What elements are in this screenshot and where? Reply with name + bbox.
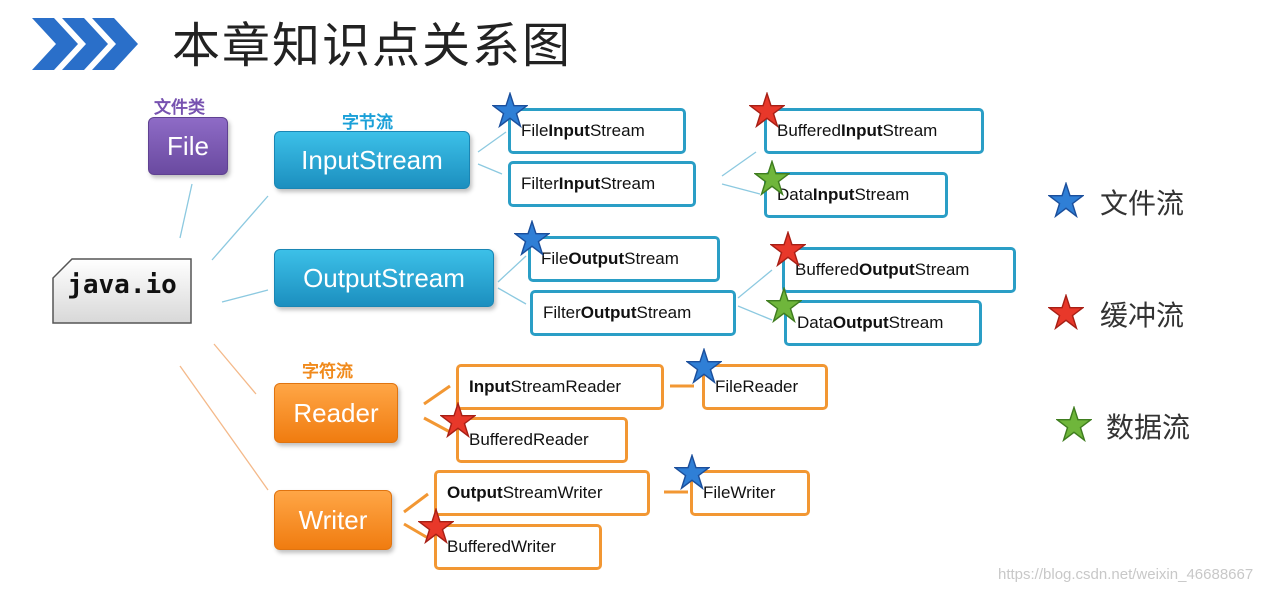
legend-buffer-stream-label: 缓冲流 <box>1100 299 1185 332</box>
buffer-stream-star-icon <box>749 92 785 128</box>
data-stream-star-icon <box>766 287 802 323</box>
node-text-post: Stream <box>882 121 938 140</box>
node-text-post: Stream <box>636 303 692 322</box>
buffer-stream-star-icon <box>418 508 454 544</box>
node-text-pre: FileReader <box>715 377 799 396</box>
category-byte-stream: 字节流 <box>342 113 393 132</box>
node-text-post: Stream <box>914 260 970 279</box>
node-text-bold: Output <box>858 260 915 279</box>
java-io-package-icon <box>52 258 192 324</box>
node-text-bold: Output <box>447 483 503 502</box>
node-text-pre: Filter <box>521 174 559 193</box>
node-file-reader: FileReader <box>702 364 828 410</box>
writer-box: Writer <box>274 490 392 550</box>
node-text-post: Stream <box>600 174 656 193</box>
node-text-pre: File <box>521 121 549 140</box>
node-text-post: StreamWriter <box>502 483 603 502</box>
java-io-label: java.io <box>67 270 177 300</box>
file-stream-star-icon <box>492 92 528 128</box>
node-text-bold: Output <box>832 313 889 332</box>
category-file-class: 文件类 <box>154 98 205 117</box>
node-text-bold: Input <box>548 121 590 140</box>
legend-file-stream-label: 文件流 <box>1100 187 1185 220</box>
node-text-pre: Buffered <box>777 121 841 140</box>
page-title: 本章知识点关系图 <box>172 18 573 74</box>
category-char-stream: 字符流 <box>302 362 353 381</box>
node-text-post: Stream <box>854 185 910 204</box>
node-text-pre: File <box>541 249 569 268</box>
node-text-bold: Input <box>812 185 855 204</box>
buffer-stream-star-icon <box>440 402 476 438</box>
node-text-pre: Buffered <box>795 260 859 279</box>
file-stream-star-icon <box>674 454 710 490</box>
node-text-post: Stream <box>624 249 679 268</box>
data-stream-star-icon <box>754 160 790 196</box>
node-buffered-writer: BufferedWriter <box>434 524 602 570</box>
watermark: https://blog.csdn.net/weixin_46688667 <box>998 566 1254 583</box>
node-text-pre: Filter <box>543 303 581 322</box>
file-stream-star-icon <box>686 348 722 384</box>
node-text-bold: Input <box>558 174 601 193</box>
node-text-pre: Data <box>777 185 813 204</box>
node-text-pre: FileWriter <box>703 483 776 502</box>
buffer-stream-star-icon <box>770 231 806 267</box>
node-text-pre: BufferedReader <box>469 430 589 449</box>
node-text-bold: Input <box>469 377 511 396</box>
input-stream-box: InputStream <box>274 131 470 189</box>
legend-data-stream-star-icon <box>1056 406 1092 442</box>
chevrons-icon <box>32 18 138 70</box>
output-stream-box: OutputStream <box>274 249 494 307</box>
legend-buffer-stream-star-icon <box>1048 294 1084 330</box>
node-buffered-reader: BufferedReader <box>456 417 628 463</box>
node-text-post: Stream <box>888 313 944 332</box>
node-file-writer: FileWriter <box>690 470 810 516</box>
legend-data-stream-label: 数据流 <box>1106 411 1191 444</box>
file-stream-star-icon <box>514 220 550 256</box>
legend-file-stream-star-icon <box>1048 182 1084 218</box>
node-text-bold: Output <box>568 249 625 268</box>
reader-box: Reader <box>274 383 398 443</box>
node-text-bold: Input <box>840 121 883 140</box>
node-text-post: StreamReader <box>510 377 622 396</box>
file-class-box: File <box>148 117 228 175</box>
node-text-pre: BufferedWriter <box>447 537 556 556</box>
node-text-post: Stream <box>589 121 645 140</box>
node-text-bold: Output <box>580 303 637 322</box>
node-text-pre: Data <box>797 313 833 332</box>
